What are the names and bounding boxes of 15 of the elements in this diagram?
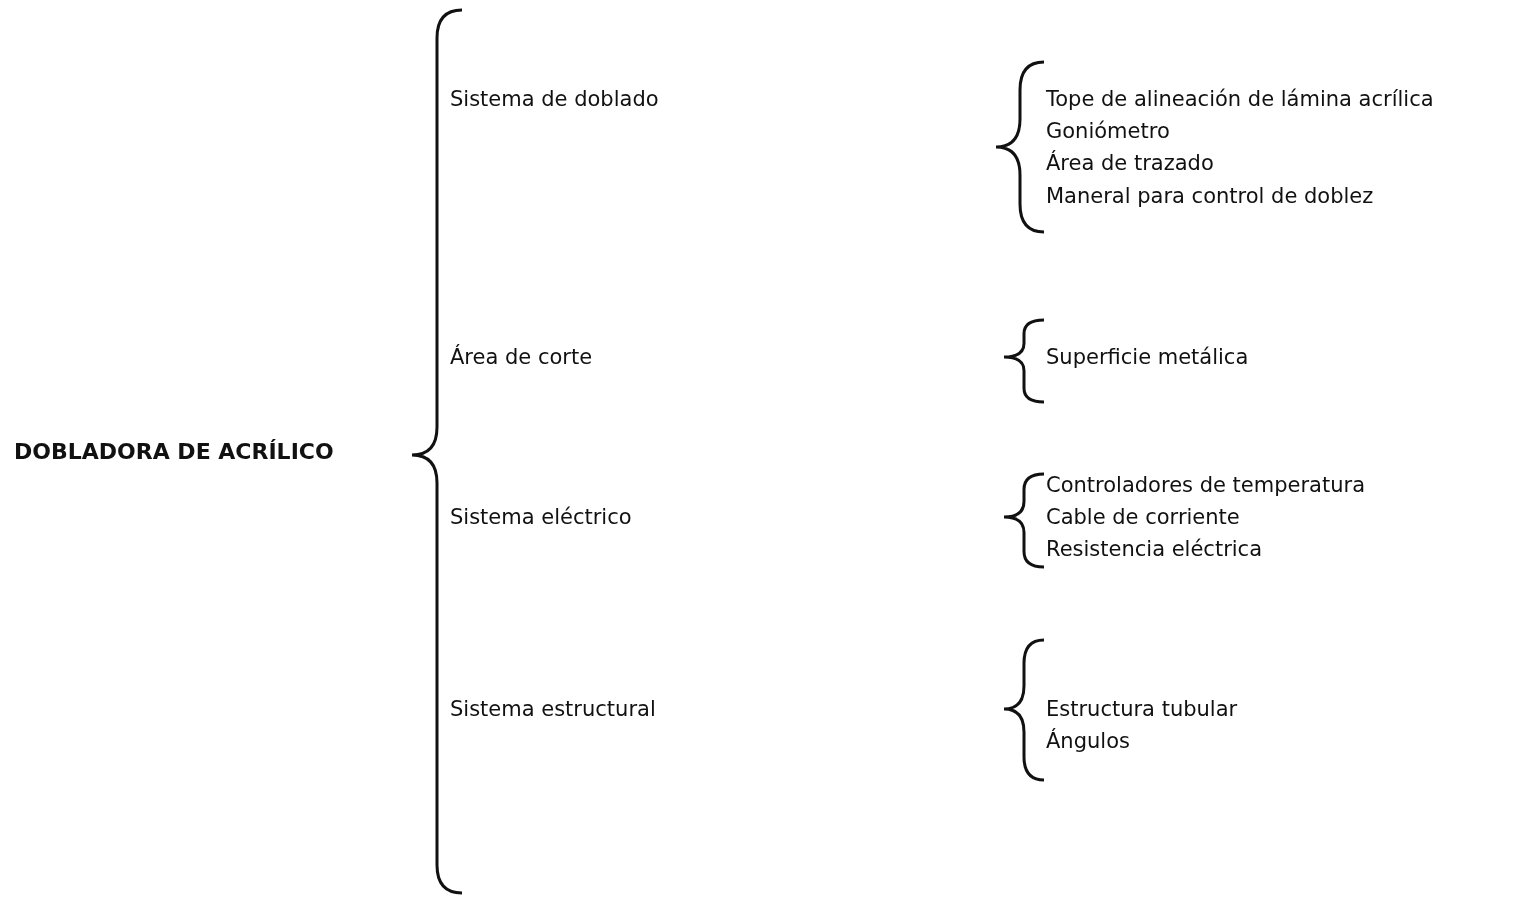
component-text: Maneral para control de doblez <box>1046 183 1374 209</box>
component-text: Resistencia eléctrica <box>1046 536 1262 562</box>
component-text: Superficie metálica <box>1046 344 1249 370</box>
category-text: Sistema eléctrico <box>450 504 632 530</box>
component-text: Goniómetro <box>1046 118 1170 144</box>
root-heading: DOBLADORA DE ACRÍLICO <box>14 439 334 465</box>
component-text: Tope de alineación de lámina acrílica <box>1046 86 1434 112</box>
category-text: Sistema estructural <box>450 696 656 722</box>
component-text: Cable de corriente <box>1046 504 1240 530</box>
category-text: Área de corte <box>450 344 593 370</box>
category-text: Sistema de doblado <box>450 86 659 112</box>
component-text: Controladores de temperatura <box>1046 472 1365 498</box>
component-text: Área de trazado <box>1046 150 1214 176</box>
component-text: Estructura tubular <box>1046 696 1238 722</box>
component-text: Ángulos <box>1046 728 1130 754</box>
